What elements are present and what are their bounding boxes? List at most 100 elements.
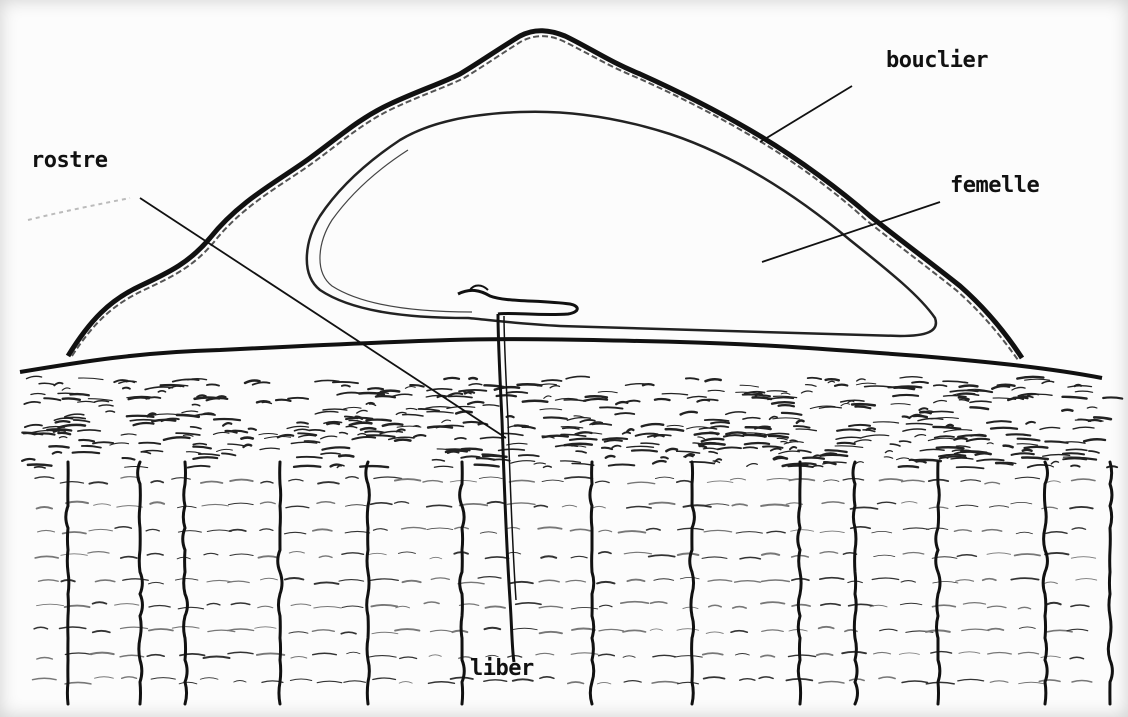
cell-content-stroke xyxy=(539,606,562,608)
cell-content-stroke xyxy=(207,603,220,605)
tissue-stroke xyxy=(763,446,783,447)
cell-content-stroke xyxy=(731,631,747,633)
tissue-stroke xyxy=(781,442,788,443)
cell-content-stroke xyxy=(1071,557,1095,559)
cell-content-stroke xyxy=(39,580,59,582)
cell-content-stroke xyxy=(261,482,273,484)
tissue-stroke xyxy=(699,428,716,429)
tissue-stroke xyxy=(592,424,611,425)
cell-content-stroke xyxy=(312,630,334,632)
tissue-stroke xyxy=(653,461,666,464)
tissue-stroke xyxy=(903,416,910,418)
cell-content-stroke xyxy=(427,528,453,530)
tissue-stroke xyxy=(779,405,794,406)
tissue-stroke xyxy=(360,466,388,467)
tissue-stroke xyxy=(885,451,892,453)
tissue-stroke xyxy=(73,452,100,453)
tissue-stroke xyxy=(677,451,700,453)
tissue-stroke xyxy=(1066,442,1085,443)
cell-content-stroke xyxy=(565,477,593,479)
tissue-stroke xyxy=(884,457,892,458)
cell-content-stroke xyxy=(902,681,927,683)
tissue-stroke xyxy=(1026,422,1035,424)
cell-content-stroke xyxy=(540,632,562,634)
cell-content-stroke xyxy=(342,606,363,608)
cell-content-stroke xyxy=(627,580,644,582)
cell-content-stroke xyxy=(115,604,139,606)
cell-content-stroke xyxy=(704,530,732,532)
tissue-stroke xyxy=(468,402,483,404)
tissue-stroke xyxy=(544,417,567,418)
cell-content-stroke xyxy=(234,681,246,683)
tissue-stroke xyxy=(406,408,416,409)
cell-content-stroke xyxy=(652,682,678,684)
tissue-stroke xyxy=(257,401,269,402)
cell-content-stroke xyxy=(789,655,816,657)
tissue-stroke xyxy=(192,404,199,405)
cell-content-stroke xyxy=(202,504,228,506)
tissue-stroke xyxy=(1025,447,1048,448)
cell-content-stroke xyxy=(982,530,1001,532)
tissue-stroke xyxy=(931,418,958,419)
tissue-stroke xyxy=(697,400,709,402)
cell-content-stroke xyxy=(506,528,519,530)
cell-content-stroke xyxy=(230,554,253,556)
cell-content-stroke xyxy=(849,604,874,606)
cell-content-stroke xyxy=(540,677,554,679)
tissue-stroke xyxy=(1025,379,1050,380)
tissue-stroke xyxy=(857,379,865,381)
tissue-stroke xyxy=(383,424,403,426)
cell-content-stroke xyxy=(230,480,253,482)
label-rostre: rostre xyxy=(31,150,107,172)
tissue-stroke xyxy=(998,385,1015,386)
tissue-stroke xyxy=(920,449,944,450)
cell-content-stroke xyxy=(735,581,761,583)
tissue-stroke xyxy=(432,460,444,461)
tissue-stroke xyxy=(376,396,395,397)
tissue-stroke xyxy=(970,401,991,402)
cell-content-stroke xyxy=(424,602,439,604)
cell-content-stroke xyxy=(368,553,386,555)
cell-content-stroke xyxy=(429,655,441,657)
cell-wall xyxy=(936,462,940,704)
cell-content-stroke xyxy=(593,506,606,508)
tissue-stroke xyxy=(65,414,84,417)
cell-content-stroke xyxy=(93,631,110,633)
cell-content-stroke xyxy=(1067,629,1088,631)
tissue-stroke xyxy=(686,378,699,379)
cell-content-stroke xyxy=(824,480,839,482)
tissue-stroke xyxy=(534,463,545,464)
tissue-stroke xyxy=(1073,427,1094,429)
cell-content-stroke xyxy=(761,602,784,604)
cell-content-stroke xyxy=(207,530,231,532)
cell-content-stroke xyxy=(571,556,587,558)
tissue-stroke xyxy=(863,430,875,432)
cell-content-stroke xyxy=(704,677,725,679)
cell-content-stroke xyxy=(599,530,612,532)
cell-content-stroke xyxy=(983,579,996,581)
tissue-stroke xyxy=(397,426,421,427)
tissue-stroke xyxy=(1018,439,1040,441)
tissue-stroke xyxy=(627,446,654,447)
cell-content-stroke xyxy=(399,682,412,684)
cell-content-stroke xyxy=(344,681,366,683)
tissue-stroke xyxy=(744,447,758,448)
tissue-stroke xyxy=(910,460,917,461)
cell-content-stroke xyxy=(649,503,674,505)
cell-content-stroke xyxy=(931,652,952,654)
tissue-stroke xyxy=(933,427,960,429)
tissue-stroke xyxy=(806,385,817,387)
cell-content-stroke xyxy=(880,629,897,631)
cell-content-stroke xyxy=(1011,578,1038,580)
cell-content-stroke xyxy=(339,580,364,582)
cell-content-stroke xyxy=(761,655,775,657)
tissue-stroke xyxy=(544,396,551,398)
cell-content-stroke xyxy=(396,606,410,608)
tissue-stroke xyxy=(794,426,810,428)
tissue-stroke xyxy=(743,418,760,419)
tissue-stroke xyxy=(564,400,586,401)
tissue-stroke xyxy=(606,456,615,458)
cell-content-stroke xyxy=(654,579,674,581)
cell-content-stroke xyxy=(231,603,250,605)
tissue-stroke xyxy=(193,444,206,445)
